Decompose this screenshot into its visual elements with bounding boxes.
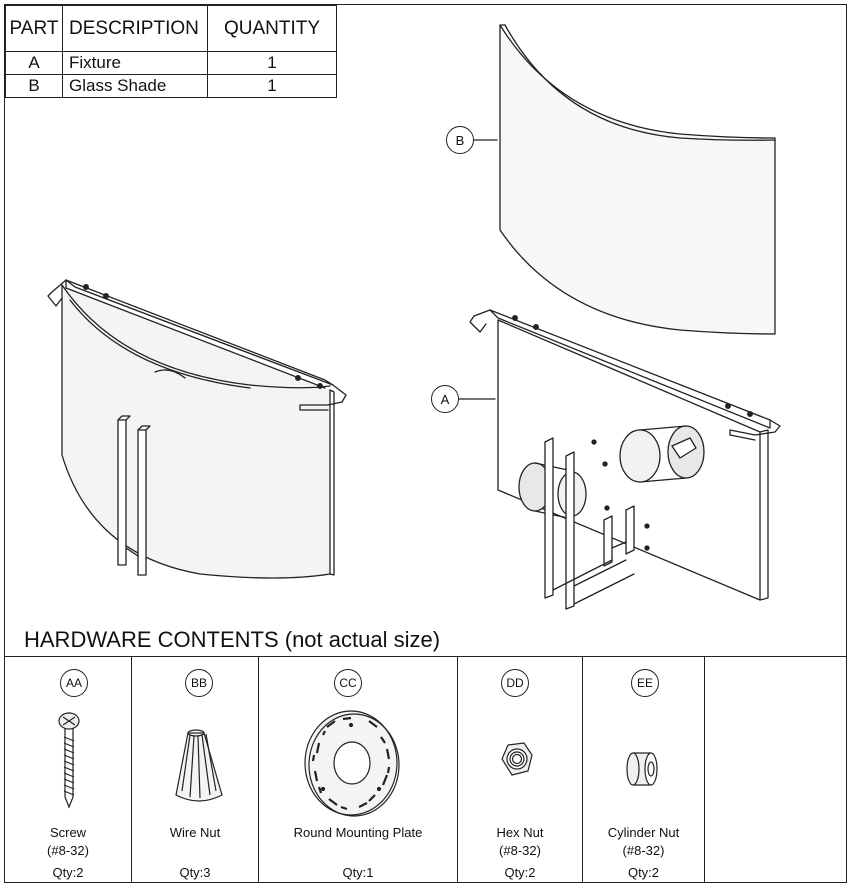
hardware-spec: (#8-32) xyxy=(47,843,89,858)
hardware-code-badge: EE xyxy=(631,669,659,697)
hardware-name: Hex Nut xyxy=(496,825,544,840)
hardware-item-cylinder-nut: EE Cylinder Nut (#8-32) Qty:2 xyxy=(583,657,705,883)
header-quantity: QUANTITY xyxy=(207,5,337,52)
page-frame xyxy=(4,4,847,883)
hardware-qty: Qty:3 xyxy=(179,865,211,880)
hardware-name: Wire Nut xyxy=(169,825,221,840)
hardware-title: HARDWARE CONTENTS (not actual size) xyxy=(24,627,441,652)
fixture-illustration xyxy=(469,309,781,610)
hardware-spec: (#8-32) xyxy=(622,843,665,858)
hardware-name: Cylinder Nut xyxy=(607,825,680,840)
assembly-drawing xyxy=(47,24,781,610)
parts-table: PART DESCRIPTION QUANTITY A Fixture 1 B … xyxy=(5,5,337,98)
hardware-item-wire-nut: BB Wire Nut Qty:3 xyxy=(132,657,259,883)
table-row: B Glass Shade 1 xyxy=(5,74,337,98)
hardware-code-badge: DD xyxy=(501,669,529,697)
hardware-qty: Qty:2 xyxy=(627,865,660,880)
hex-nut-icon xyxy=(501,742,533,776)
mounting-plate-icon xyxy=(304,710,400,817)
hardware-qty: Qty:2 xyxy=(504,865,536,880)
row-part: B xyxy=(5,74,63,98)
callout-a: A xyxy=(431,385,459,413)
table-row: A Fixture 1 xyxy=(5,51,337,75)
cylinder-nut-icon xyxy=(626,752,658,786)
row-quantity: 1 xyxy=(207,51,337,75)
glass-shade-illustration xyxy=(499,24,776,335)
hardware-item-screw: AA Screw (#8-32) Qty:2 xyxy=(5,657,132,883)
hardware-item-hex-nut: DD Hex Nut (#8-32) Qty:2 xyxy=(458,657,583,883)
hardware-row: AA Screw (#8-32) Qty:2 BB Wire Nut Qty:3… xyxy=(5,656,846,883)
assembled-fixture-illustration xyxy=(47,279,347,579)
row-quantity: 1 xyxy=(207,74,337,98)
callout-b: B xyxy=(446,126,474,154)
hardware-qty: Qty:1 xyxy=(342,865,374,880)
hardware-name: Screw xyxy=(49,825,87,840)
hardware-code-badge: AA xyxy=(60,669,88,697)
screw-icon xyxy=(58,712,80,809)
row-description: Glass Shade xyxy=(62,74,208,98)
hardware-item-mounting-plate: CC Round Mounting Plate Qty:1 xyxy=(259,657,458,883)
header-description: DESCRIPTION xyxy=(62,5,208,52)
hardware-code-badge: CC xyxy=(334,669,362,697)
hardware-code-badge: BB xyxy=(185,669,213,697)
hardware-qty: Qty:2 xyxy=(52,865,84,880)
hardware-empty-cell xyxy=(705,657,846,883)
hardware-name: Round Mounting Plate xyxy=(293,825,423,840)
parts-table-header: PART DESCRIPTION QUANTITY xyxy=(5,5,337,52)
wire-nut-icon xyxy=(175,729,223,802)
hardware-spec: (#8-32) xyxy=(499,843,541,858)
